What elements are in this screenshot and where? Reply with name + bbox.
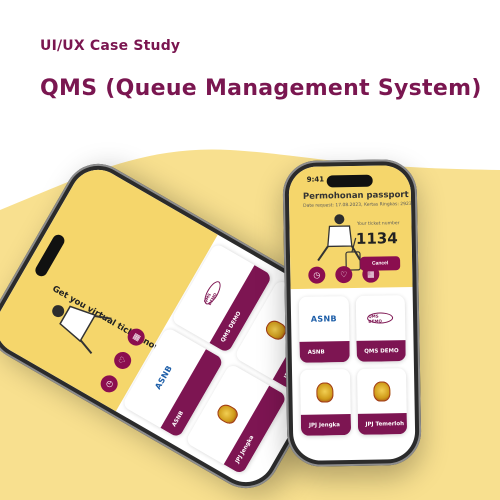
card-asnb[interactable]: ASNB ASNB <box>298 296 350 363</box>
service-grid: ASNB ASNB QMS DEMO QMS DEMO JPJ Jengka J… <box>298 295 408 436</box>
action-buttons: ◷ ♡ ▦ <box>308 265 380 284</box>
left-person-illustration <box>52 305 112 355</box>
status-dot <box>411 191 416 197</box>
right-phone-screen: 9:41 Permohonan passport Date request: 1… <box>288 164 416 462</box>
ticket-number: 1134 <box>355 229 398 248</box>
asnb-logo: ASNB <box>310 314 337 324</box>
crest-logo <box>316 381 334 403</box>
page-title: QMS (Queue Management System) <box>40 76 482 101</box>
asnb-logo: ASNB <box>153 363 175 391</box>
card-jpj-temerloh[interactable]: JPJ Temerloh <box>356 368 408 435</box>
service-title: Permohonan passport <box>303 190 416 202</box>
right-phone-notch <box>326 174 373 188</box>
left-phone-mockup: Get you virtual ticket now ◷ ♡ ▦ ASNB AS… <box>0 151 367 500</box>
qms-demo-logo: QMS DEMO <box>367 312 394 324</box>
crest-logo <box>372 380 391 402</box>
card-label: JPJ Jengka <box>300 414 351 436</box>
qr-icon[interactable]: ▦ <box>362 265 380 283</box>
person-illustration <box>317 214 361 271</box>
crest-logo <box>213 401 240 427</box>
clock-icon[interactable]: ◷ <box>308 266 326 284</box>
card-label: JPJ Temerloh <box>357 413 408 435</box>
card-label: QMS DEMO <box>355 340 406 362</box>
card-jpj-jengka[interactable]: JPJ Jengka <box>299 369 351 436</box>
qms-demo-logo: QMS DEMO <box>201 279 224 308</box>
card-qms-demo[interactable]: QMS DEMO QMS DEMO <box>355 295 406 362</box>
status-time: 9:41 <box>306 175 325 184</box>
heart-icon[interactable]: ♡ <box>335 265 353 284</box>
case-study-eyebrow: UI/UX Case Study <box>40 38 181 54</box>
left-phone-screen: Get you virtual ticket now ◷ ♡ ▦ ASNB AS… <box>0 159 359 493</box>
right-phone-mockup: 9:41 Permohonan passport Date request: 1… <box>282 158 422 468</box>
card-label: ASNB <box>299 341 350 363</box>
ticket-number-label: Your ticket number <box>356 221 400 227</box>
